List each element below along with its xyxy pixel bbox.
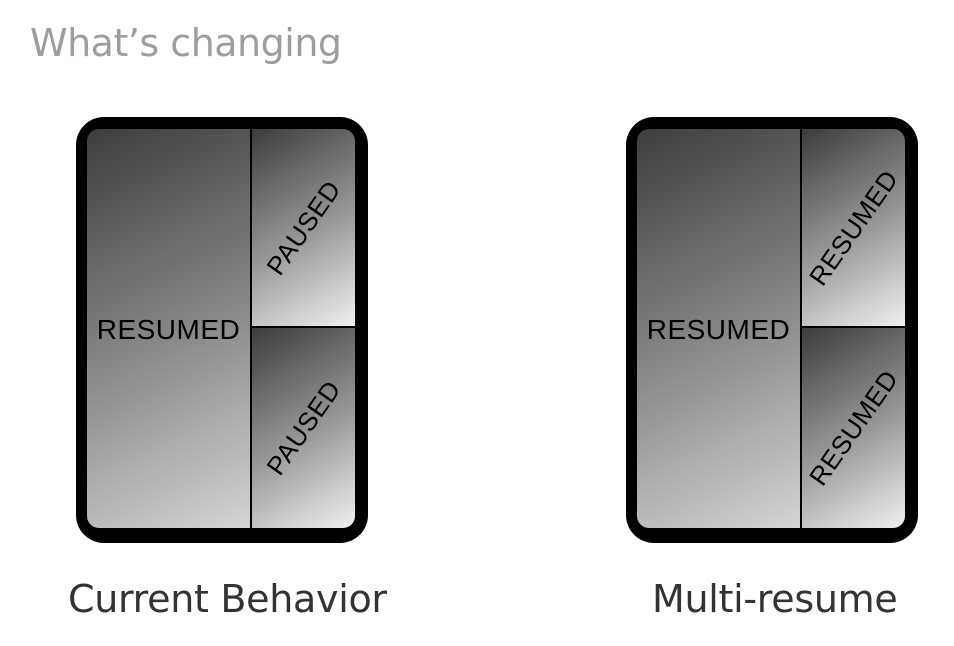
device-multi-resume: RESUMED RESUMED RESUMED — [626, 117, 918, 543]
top-activity-pane: PAUSED — [252, 129, 355, 326]
main-activity-state: RESUMED — [96, 314, 241, 345]
main-activity-pane: RESUMED — [87, 129, 250, 528]
caption-multi-resume: Multi-resume — [652, 577, 898, 621]
caption-current-behavior: Current Behavior — [68, 577, 387, 621]
section-heading: What’s changing — [30, 21, 342, 65]
bottom-activity-state: PAUSED — [259, 374, 347, 481]
top-activity-state: RESUMED — [802, 163, 904, 291]
top-activity-state: PAUSED — [259, 174, 347, 281]
top-activity-pane: RESUMED — [802, 129, 905, 326]
main-activity-state: RESUMED — [646, 314, 791, 345]
bottom-activity-state: RESUMED — [802, 364, 904, 492]
bottom-activity-pane: RESUMED — [802, 328, 905, 528]
bottom-activity-pane: PAUSED — [252, 328, 355, 528]
device-current-behavior: RESUMED PAUSED PAUSED — [76, 117, 368, 543]
main-activity-pane: RESUMED — [637, 129, 800, 528]
device-screen: RESUMED PAUSED PAUSED — [87, 129, 355, 528]
device-screen: RESUMED RESUMED RESUMED — [637, 129, 905, 528]
